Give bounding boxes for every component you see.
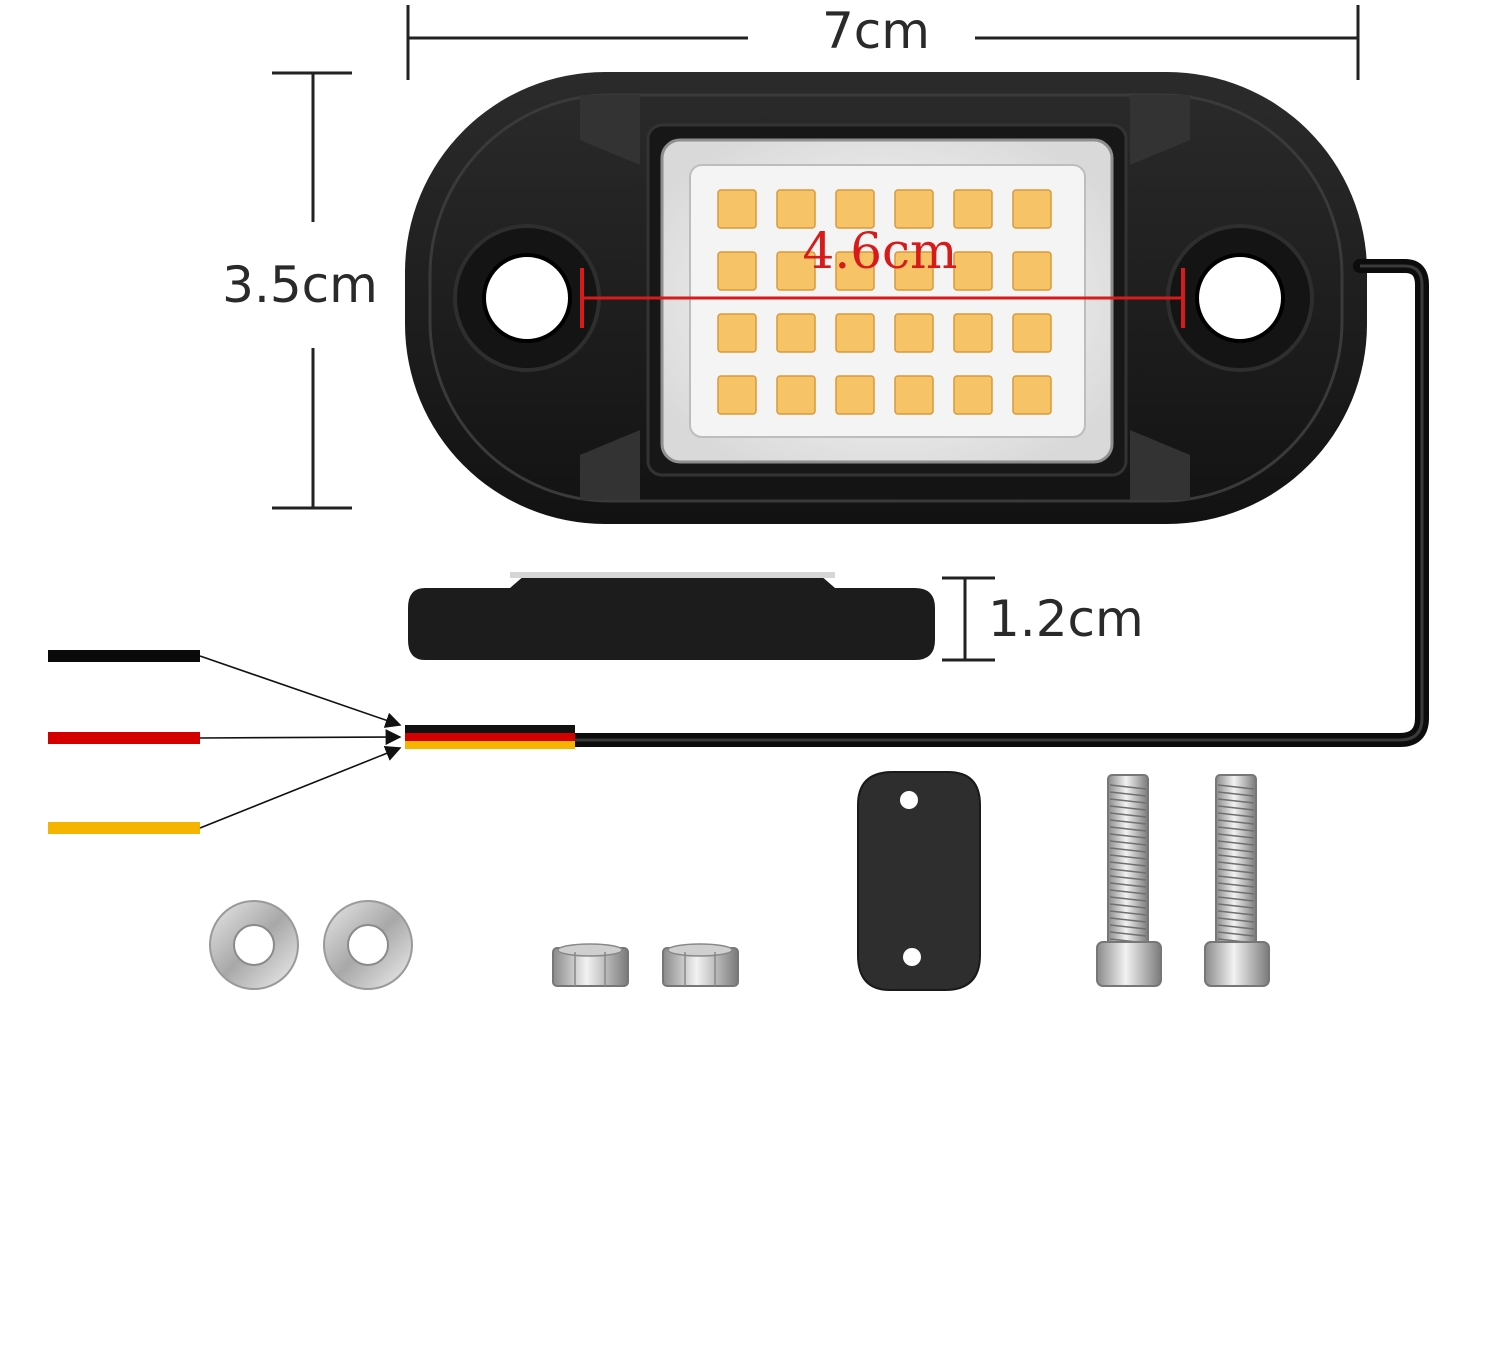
nut-1 — [552, 943, 629, 987]
led-chip — [835, 375, 875, 415]
bolt-thread — [1217, 917, 1255, 923]
led-chip — [953, 313, 993, 353]
thickness-label: 1.2cm — [988, 590, 1144, 648]
bolt-thread — [1109, 896, 1147, 902]
wire-swatch-black — [48, 650, 200, 662]
bolt-thread — [1109, 854, 1147, 860]
led-chip — [835, 251, 875, 291]
led-chip — [953, 251, 993, 291]
bolt-thread — [1109, 931, 1147, 937]
bolt-thread — [1109, 875, 1147, 881]
bolt-thread — [1109, 798, 1147, 804]
bolt-thread — [1109, 812, 1147, 818]
bolt-thread — [1109, 805, 1147, 811]
bolt-thread — [1109, 847, 1147, 853]
bolt-thread — [1217, 812, 1255, 818]
led-chip — [1012, 251, 1052, 291]
led-chip — [953, 375, 993, 415]
bolt-thread — [1109, 868, 1147, 874]
bolt-thread — [1217, 931, 1255, 937]
led-lens — [660, 138, 1114, 464]
bolt-2 — [1204, 774, 1270, 987]
bolt-thread — [1109, 840, 1147, 846]
bolt-thread — [1109, 826, 1147, 832]
bolt-thread — [1109, 903, 1147, 909]
bolt-thread — [1217, 805, 1255, 811]
wire-pointer-red — [199, 729, 402, 746]
bolt-thread — [1217, 847, 1255, 853]
bolt-thread — [1109, 833, 1147, 839]
led-chip — [776, 189, 816, 229]
bolt-thread — [1217, 826, 1255, 832]
bolt-thread — [1109, 910, 1147, 916]
bolt-thread — [1217, 868, 1255, 874]
led-chip — [776, 375, 816, 415]
bolt-thread — [1109, 889, 1147, 895]
led-chip — [894, 251, 934, 291]
bolt-thread — [1217, 882, 1255, 888]
mounting-hole-right — [1166, 224, 1314, 372]
width-label: 7cm — [822, 2, 930, 60]
wire-pointer-yellow — [199, 745, 402, 829]
led-chip — [835, 313, 875, 353]
bolt-thread — [1217, 833, 1255, 839]
hole-spacing-label: 4.6cm — [803, 222, 958, 280]
washer-1 — [209, 900, 299, 990]
bolt-thread — [1217, 903, 1255, 909]
bolt-thread — [1217, 875, 1255, 881]
bolt-thread — [1109, 917, 1147, 923]
led-chip — [894, 313, 934, 353]
bolt-thread — [1217, 924, 1255, 930]
bolt-thread — [1109, 924, 1147, 930]
led-chip — [894, 375, 934, 415]
width-dimension: 7cm — [406, 2, 1360, 80]
led-chip — [894, 189, 934, 229]
wire-pointer-black — [199, 655, 402, 728]
bolt-thread — [1217, 854, 1255, 860]
led-chip — [717, 375, 757, 415]
wire-swatch-yellow — [48, 822, 200, 834]
led-chip — [1012, 189, 1052, 229]
wire-swatch-red — [48, 732, 200, 744]
led-grid — [717, 189, 1052, 415]
bolt-thread — [1109, 819, 1147, 825]
bolt-thread — [1217, 791, 1255, 797]
bolt-thread — [1217, 861, 1255, 867]
led-chip — [1012, 375, 1052, 415]
hole-spacing-dimension: 4.6cm — [580, 222, 1185, 328]
thickness-dimension: 1.2cm — [942, 576, 1144, 662]
washer-2 — [323, 900, 413, 990]
bolt-1 — [1096, 774, 1162, 987]
led-chip — [1012, 313, 1052, 353]
bolt-thread — [1109, 784, 1147, 790]
height-label: 3.5cm — [222, 256, 378, 314]
nut-2 — [662, 943, 739, 987]
bolt-thread — [1217, 896, 1255, 902]
led-chip — [776, 313, 816, 353]
led-chip — [953, 189, 993, 229]
led-chip — [717, 313, 757, 353]
led-chip — [835, 189, 875, 229]
led-chip — [717, 189, 757, 229]
bolt-thread — [1109, 861, 1147, 867]
light-housing-side — [408, 572, 935, 660]
bolt-thread — [1217, 840, 1255, 846]
bolt-thread — [1109, 882, 1147, 888]
bolt-thread — [1217, 798, 1255, 804]
gasket — [857, 771, 981, 991]
wire-legend — [48, 650, 402, 834]
bolt-thread — [1217, 819, 1255, 825]
light-housing-top — [405, 72, 1367, 524]
power-cable — [405, 259, 1429, 749]
bolt-thread — [1217, 889, 1255, 895]
bolt-thread — [1217, 784, 1255, 790]
bolt-thread — [1109, 791, 1147, 797]
led-chip — [717, 251, 757, 291]
led-chip — [776, 251, 816, 291]
height-dimension: 3.5cm — [222, 71, 378, 510]
accessories — [209, 771, 1270, 991]
mounting-hole-left — [453, 224, 601, 372]
bolt-thread — [1217, 910, 1255, 916]
